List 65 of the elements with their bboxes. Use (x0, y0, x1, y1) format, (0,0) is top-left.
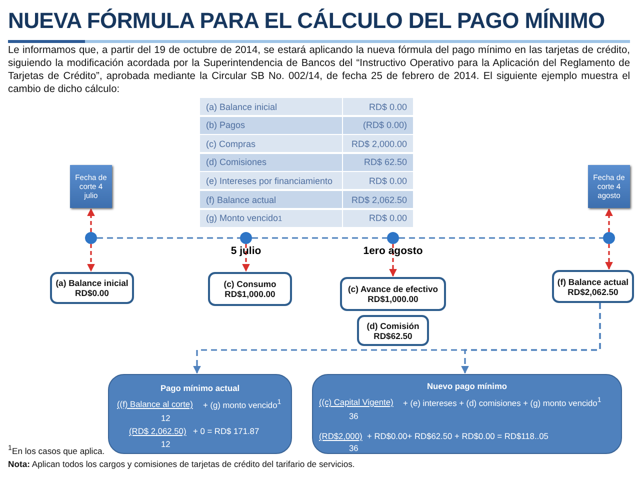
cutoff-date-box (588, 165, 630, 208)
table-cell: (a) Balance inicial (200, 98, 342, 116)
arrow (605, 208, 613, 232)
table-cell: (c) Compras (200, 135, 342, 152)
formula-text: + RD$0.00+ RD$62.50 + RD$0.00 = RD$118..05 (367, 431, 548, 441)
panel-heading: Pago mínimo actual (159, 383, 241, 393)
item-label: (f) Balance actual (557, 276, 629, 286)
formula-text: 12 (161, 439, 170, 449)
item-label: (c) Avance de efectivo (348, 284, 438, 294)
transaction-box (357, 315, 429, 346)
amount-cell: (RD$ 0.00) (343, 116, 413, 134)
timeline-line (252, 237, 387, 239)
transaction-box (208, 272, 292, 306)
item-label: (d) Comisión (366, 320, 420, 330)
amount-value: RD$62.50 (374, 330, 412, 340)
amount-cell: RD$ 2,000.00 (343, 135, 413, 152)
formula-text: 36 (349, 443, 358, 453)
note-text: Nota: Aplican todos los cargos y comisiones de tarjetas de crédito del tarifario de servicios. (8, 459, 355, 469)
formula-panel (108, 374, 292, 454)
formula-text: (RD$2,000) (319, 431, 362, 441)
formula-text: 36 (349, 411, 358, 421)
amount-cell: RD$ 2,062.50 (343, 191, 413, 208)
formula-text: + 0 = RD$ 171.87 (193, 426, 260, 436)
panel-heading: Nuevo pago mínimo (426, 381, 508, 391)
table-cell: (f) Balance actual (200, 191, 342, 208)
amount-value: RD$1,000.00 (368, 294, 418, 304)
amount-value: RD$0.00 (75, 288, 109, 298)
item-label: (a) Balance inicial (56, 278, 128, 288)
timeline-line (399, 237, 603, 239)
formula-text: ((c) Capital Vigente) (319, 397, 394, 407)
arrow (87, 208, 95, 232)
arrow (242, 244, 250, 272)
formula-text: + (g) monto vencido$^{1}$ (203, 399, 282, 410)
amount-cell: RD$ 0.00 (343, 172, 413, 190)
intro-paragraph: Le informamos que, a partir del 19 de octubre de 2014, se estará aplicando la nueva fórmula del pago mínimo en las tarjetas de crédito, siguiendo la modificación acordada por la Superintendencia de Bancos del “Instructivo Operativo para la Aplicación del Reglamento de Tarjetas de Crédito”, aprobada mediante la Circular SB No. 002/14, de fecha 25 de febrero de 2014. El siguiente ejemplo muestra el cambio de dicho cálculo: (8, 44, 630, 96)
transaction-box (50, 272, 134, 304)
timeline-dot (85, 232, 97, 244)
timeline-dot (240, 232, 252, 244)
timeline-line (97, 237, 240, 239)
formula-text: (RD$ 2,062.50) (129, 426, 186, 436)
transaction-box (340, 277, 446, 311)
amount-value: RD$1,000.00 (224, 289, 276, 299)
arrow (389, 244, 397, 277)
timeline-dot (387, 232, 399, 244)
table-cell: (d) Comisiones (200, 154, 342, 171)
arrow (461, 303, 601, 374)
timeline-dot (603, 232, 615, 244)
table-cell: (b) Pagos (200, 116, 342, 134)
formula-text: + (e) intereses + (d) comisiones + (g) monto vencido$^{1}$ (403, 397, 602, 408)
cutoff-date-box (70, 165, 112, 208)
arrow (87, 244, 95, 272)
amount-cell: RD$ 62.50 (343, 154, 413, 171)
amount-value: RD$2,062.50 (568, 286, 618, 296)
item-label: (c) Consumo (224, 279, 276, 289)
date-label: 1ero agosto (362, 245, 424, 257)
page-title: NUEVA FÓRMULA PARA EL CÁLCULO DEL PAGO MÍNIMO (8, 8, 605, 34)
date-label: 5 julio (230, 245, 262, 257)
formula-text: 12 (161, 413, 170, 423)
formula-text: ((f) Balance al corte) (117, 399, 193, 409)
table-cell: (e) Intereses por financiamiento (200, 172, 342, 190)
amount-cell: RD$ 0.00 (343, 210, 413, 227)
amount-cell: RD$ 0.00 (343, 98, 413, 116)
transaction-box (552, 270, 634, 303)
arrow (605, 244, 613, 270)
formula-panel (312, 374, 622, 454)
